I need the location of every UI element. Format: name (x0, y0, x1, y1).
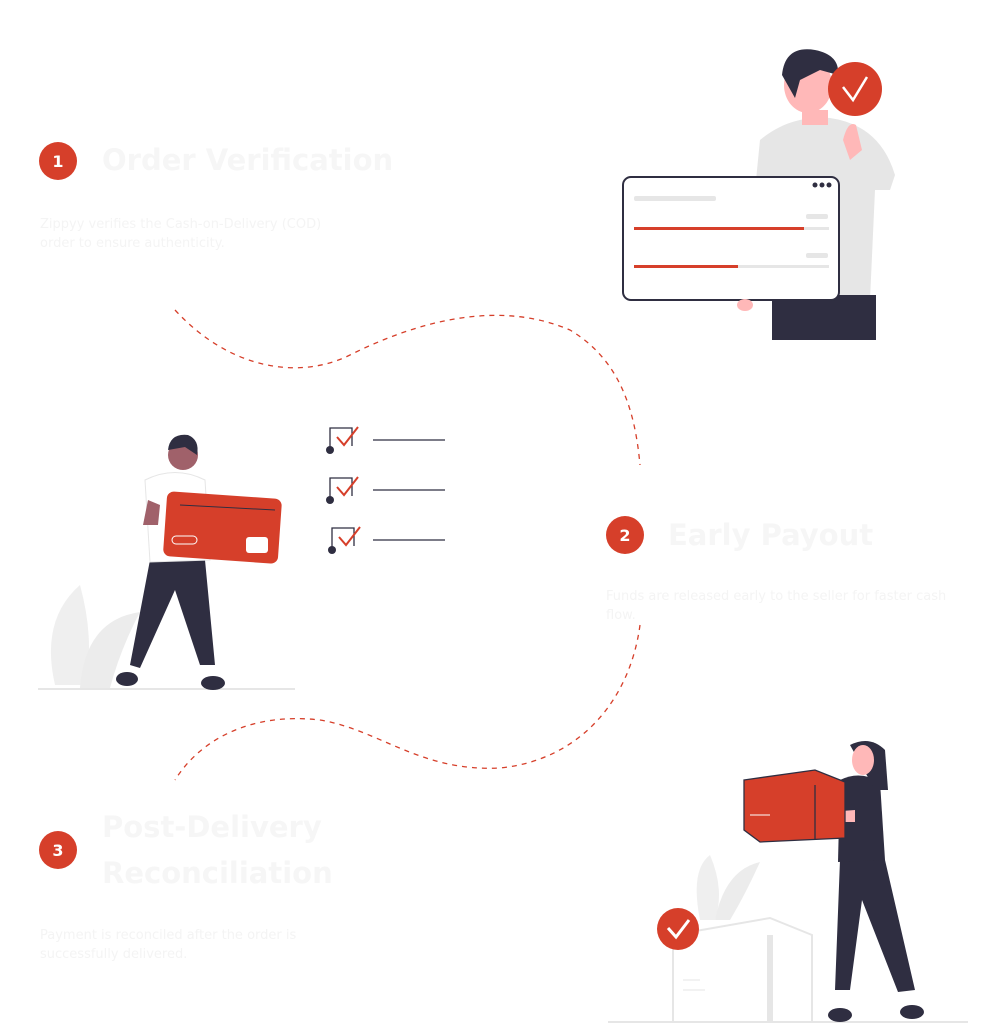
dashed-connector-2-3 (174, 624, 641, 781)
step-2-title: Early Payout (668, 518, 874, 552)
step-3-title: Post-Delivery Reconciliation (102, 810, 333, 890)
checklist-icon (326, 426, 445, 554)
verification-illustration (622, 49, 895, 340)
step-2-description: Funds are released early to the seller f… (606, 589, 947, 623)
step-1-description: Zippyy verifies the Cash-on-Delivery (CO… (40, 217, 322, 251)
step-2-number-badge: 2 (606, 516, 644, 554)
payment-illustration (38, 426, 445, 690)
check-badge-icon (828, 62, 882, 116)
step-3-number-badge: 3 (39, 831, 77, 869)
delivered-check-icon (657, 908, 699, 950)
step-3-description: Payment is reconciled after the order is… (40, 928, 297, 962)
step-1-title: Order Verification (102, 143, 394, 177)
step-1-number-badge: 1 (39, 142, 77, 180)
delivery-illustration (608, 741, 968, 1023)
dashed-connector-1-2 (174, 309, 641, 466)
